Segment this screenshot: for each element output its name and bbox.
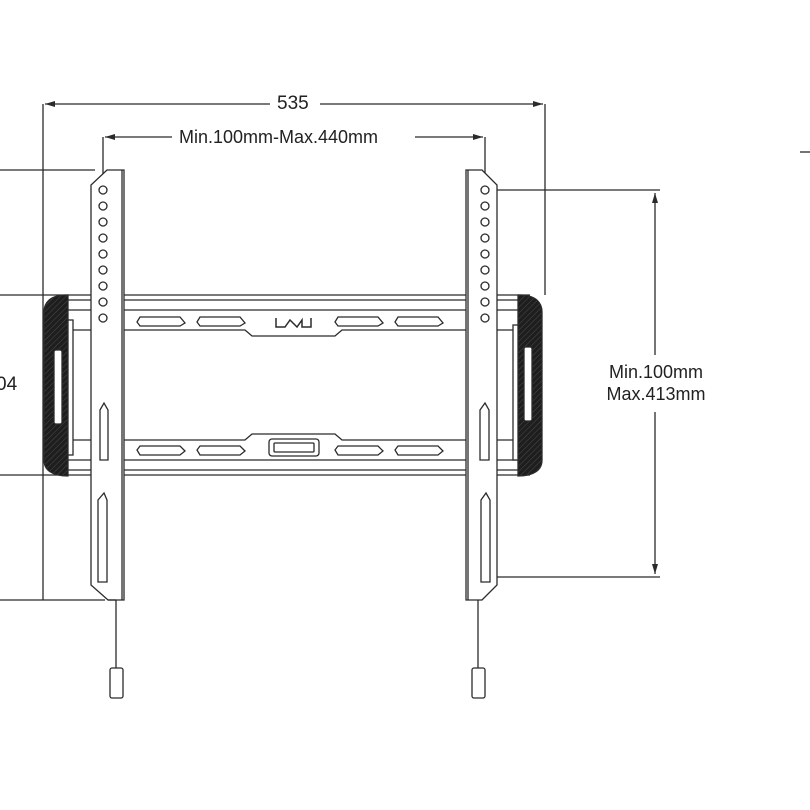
right-arm-holes (480, 185, 490, 323)
right-end-pad (512, 294, 543, 477)
left-cord-handle (109, 667, 124, 699)
dimension-overall-width (42, 101, 546, 600)
right-vertical-arm (465, 169, 498, 699)
label-vertical-min: Min.100mm (608, 362, 704, 382)
label-left-partial: 04 (0, 375, 18, 394)
right-cord-handle (471, 667, 486, 699)
top-rail (60, 294, 530, 337)
left-vertical-arm (90, 169, 125, 699)
level-indicator (268, 438, 320, 457)
dimension-left-partial (0, 151, 810, 601)
left-arm-holes (98, 185, 108, 323)
label-hole-spacing-horizontal: Min.100mm-Max.440mm (176, 128, 382, 146)
dimension-hole-spacing-vertical (490, 189, 660, 578)
left-end-pad (43, 294, 74, 477)
logo-lml-icon (275, 317, 312, 329)
label-overall-width: 535 (274, 94, 312, 113)
label-vertical-max: Max.413mm (606, 384, 706, 404)
label-hole-spacing-vertical: Min.100mm Max.413mm (596, 363, 716, 403)
bottom-rail (60, 433, 530, 476)
